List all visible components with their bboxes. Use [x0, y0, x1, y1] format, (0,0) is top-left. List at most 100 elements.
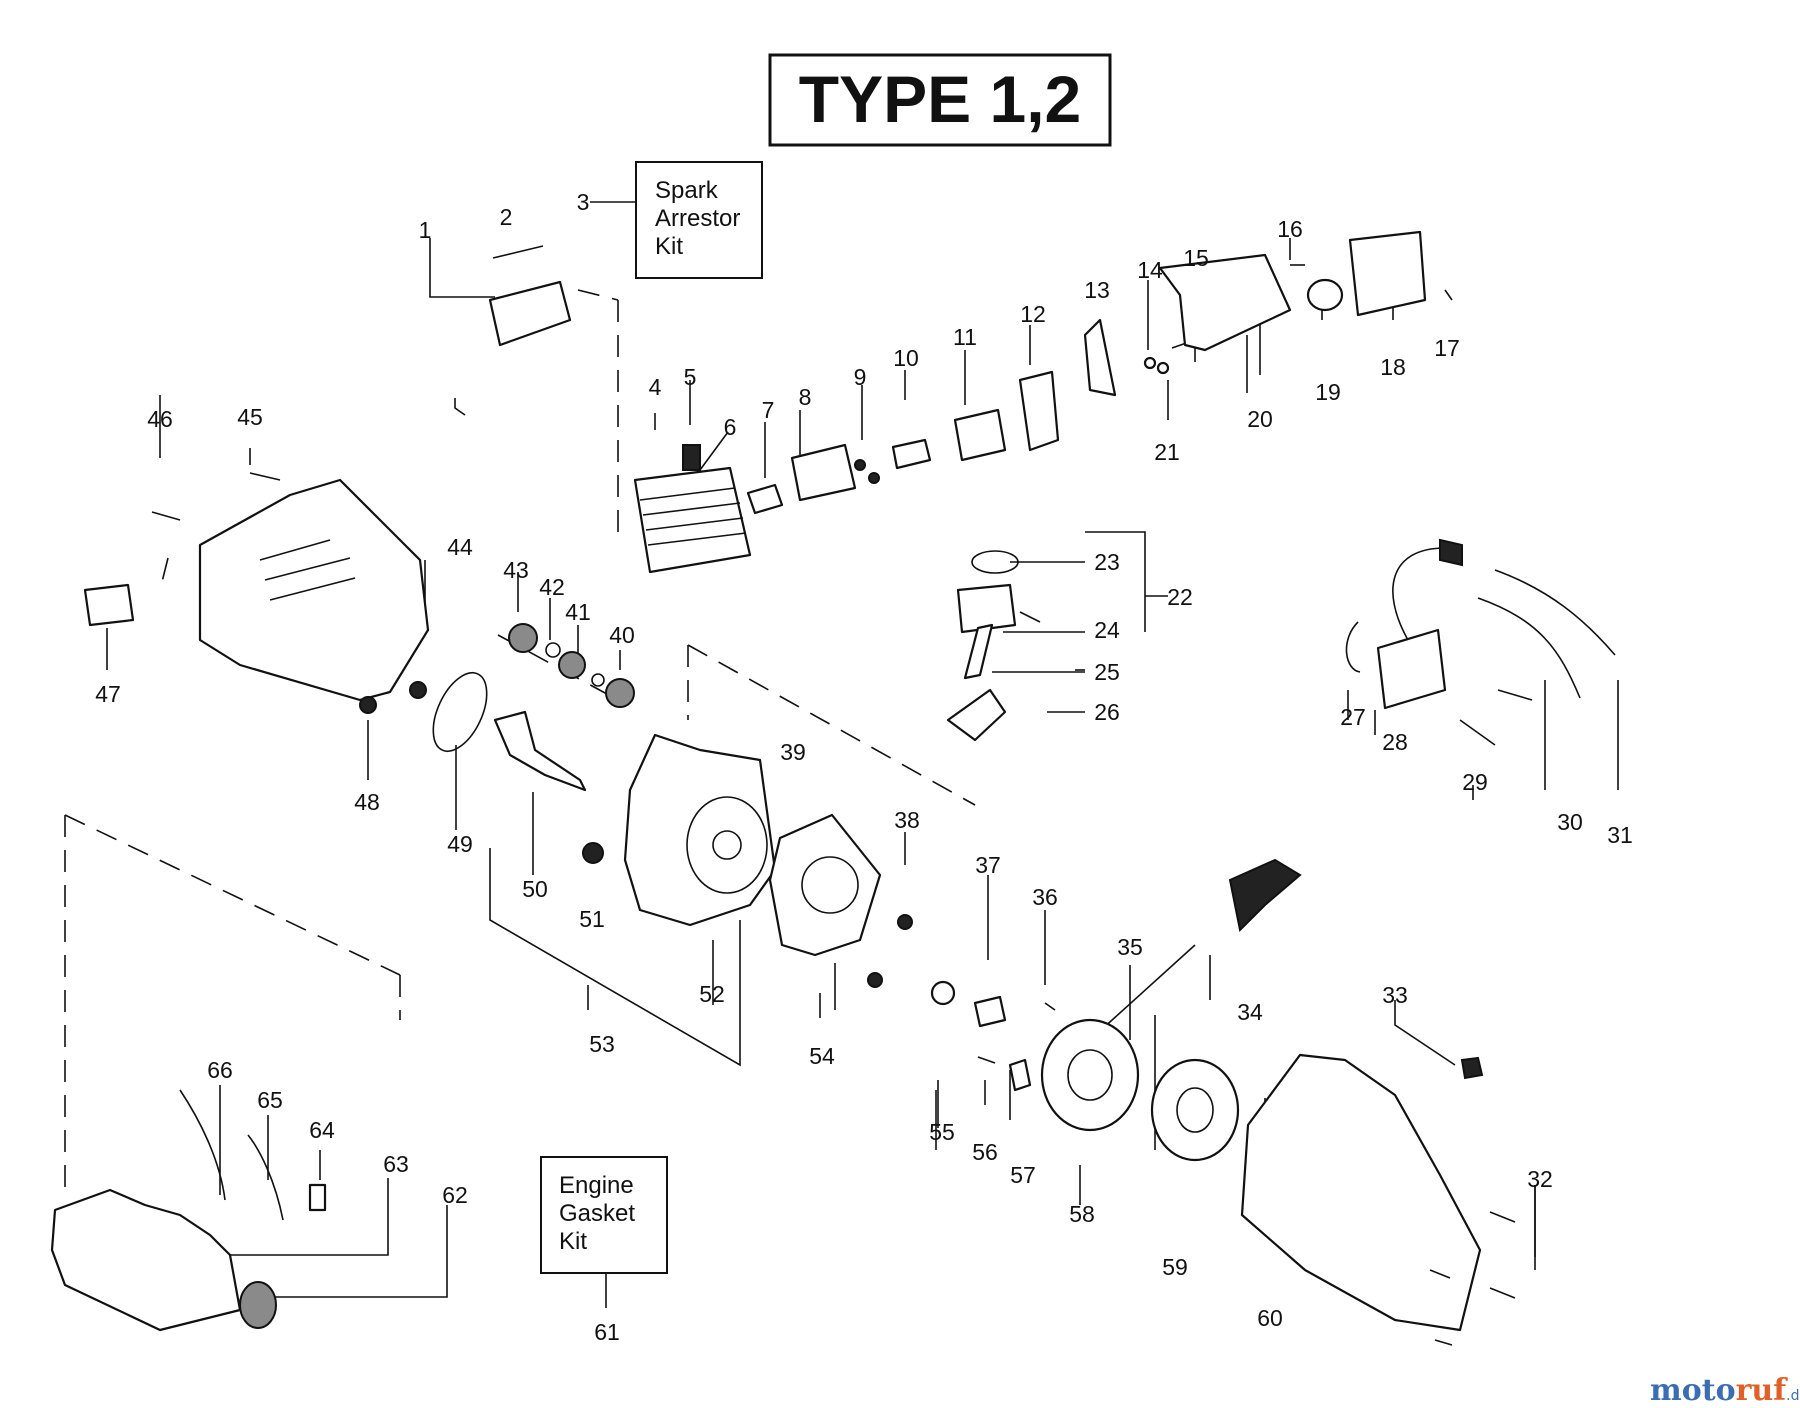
spark-arrestor-kit-line-3: Kit — [655, 233, 683, 260]
callout-58: 58 — [1069, 1201, 1095, 1227]
callout-13: 13 — [1084, 277, 1110, 303]
spark-plug-wire — [1392, 547, 1446, 641]
callout-59: 59 — [1162, 1254, 1188, 1280]
gasket-7 — [746, 483, 784, 515]
spark-arrestor-kit-box: Spark Arrestor Kit — [635, 161, 763, 279]
callout-18: 18 — [1380, 354, 1406, 380]
callout-10: 10 — [893, 345, 919, 371]
callout-24: 24 — [1094, 617, 1120, 643]
flywheel-cover — [768, 813, 882, 957]
parts — [50, 230, 1616, 1346]
piston-ring-23 — [971, 550, 1019, 574]
callout-7: 7 — [762, 397, 775, 423]
callout-39: 39 — [780, 739, 806, 765]
watermark: motoruf.de — [1650, 1373, 1800, 1408]
intake-plate-8 — [790, 443, 857, 502]
callout-49: 49 — [447, 831, 473, 857]
diagram-title: TYPE 1,2 — [799, 62, 1081, 136]
screw-9 — [854, 459, 866, 471]
washer-14 — [1143, 356, 1157, 370]
callout-37: 37 — [975, 852, 1001, 878]
bearing-40 — [605, 678, 635, 708]
starter-handle — [1228, 858, 1302, 933]
watermark-logo: motoruf.de — [1650, 1373, 1800, 1408]
wire-30 — [1477, 597, 1581, 699]
engine-housing — [198, 478, 430, 702]
callout-52: 52 — [699, 981, 725, 1007]
screw-36 — [1044, 1002, 1056, 1011]
engine-gasket-kit-line-1: Engine — [559, 1172, 634, 1199]
callout-23: 23 — [1094, 549, 1120, 575]
callout-53: 53 — [589, 1031, 615, 1057]
piston — [956, 583, 1017, 634]
screw-37 — [973, 995, 1007, 1028]
screw-32 — [1429, 1211, 1516, 1346]
callout-38: 38 — [894, 807, 920, 833]
callout-46: 46 — [147, 406, 173, 432]
washer-55 — [930, 980, 956, 1006]
callout-55: 55 — [929, 1119, 955, 1145]
callout-4: 4 — [649, 374, 662, 400]
carburetor — [953, 408, 1007, 462]
watermark-part-1: moto — [1650, 1373, 1736, 1408]
screw-2 — [492, 245, 544, 259]
o-ring-49 — [432, 672, 488, 752]
callout-41: 41 — [565, 599, 591, 625]
fuel-line-66 — [179, 1089, 226, 1201]
title-box: TYPE 1,2 — [768, 53, 1112, 147]
bearing-43 — [508, 623, 538, 653]
callout-32: 32 — [1527, 1166, 1553, 1192]
screw-46 — [151, 511, 181, 521]
callout-5: 5 — [684, 364, 697, 390]
callout-47: 47 — [95, 681, 121, 707]
callout-33: 33 — [1382, 982, 1408, 1008]
callout-62: 62 — [442, 1182, 468, 1208]
callout-20: 20 — [1247, 406, 1273, 432]
callout-43: 43 — [503, 557, 529, 583]
callout-2: 2 — [500, 204, 513, 230]
callout-44: 44 — [447, 534, 473, 560]
crankcase — [623, 733, 777, 927]
callout-35: 35 — [1117, 934, 1143, 960]
engine-gasket-kit-line-3: Kit — [559, 1228, 587, 1255]
callout-numbers: 1 2 3 4 5 6 7 8 9 10 11 12 13 14 15 16 1… — [95, 189, 1633, 1345]
spark-arrestor-kit-line-1: Spark — [655, 177, 719, 204]
callout-66: 66 — [207, 1057, 233, 1083]
gasket-10 — [891, 438, 932, 470]
callout-14: 14 — [1137, 257, 1163, 283]
callout-64: 64 — [309, 1117, 335, 1143]
starter-housing — [1240, 1053, 1482, 1332]
bracket-47 — [83, 583, 135, 627]
callout-11: 11 — [953, 324, 977, 350]
callout-65: 65 — [257, 1087, 283, 1113]
callout-15: 15 — [1183, 245, 1209, 271]
engine-gasket-kit-box: Engine Gasket Kit — [540, 1156, 668, 1274]
callout-19: 19 — [1315, 379, 1341, 405]
plate-12 — [1018, 370, 1060, 452]
callout-36: 36 — [1032, 884, 1058, 910]
callout-17: 17 — [1434, 335, 1460, 361]
air-filter-housing — [1158, 253, 1292, 352]
nut-51 — [582, 842, 604, 864]
callout-29: 29 — [1462, 769, 1488, 795]
callout-3: 3 — [577, 189, 590, 215]
callout-57: 57 — [1010, 1162, 1036, 1188]
fuel-line-65 — [247, 1134, 284, 1221]
connecting-rod-25 — [963, 623, 994, 680]
screw-56 — [977, 1056, 996, 1064]
callout-60: 60 — [1257, 1305, 1283, 1331]
callout-54: 54 — [809, 1043, 835, 1069]
assembly-dashed-lines — [64, 289, 976, 1190]
callout-12: 12 — [1020, 301, 1046, 327]
air-filter — [1306, 278, 1344, 312]
air-filter-cover — [1348, 230, 1427, 317]
wrist-pin-24 — [1019, 611, 1041, 623]
callout-45: 45 — [237, 404, 263, 430]
starter-pulley — [1040, 1018, 1140, 1132]
watermark-part-2: ruf — [1736, 1373, 1789, 1408]
callout-50: 50 — [522, 876, 548, 902]
callout-21: 21 — [1154, 439, 1180, 465]
fuel-cap — [239, 1281, 277, 1329]
spark-plug — [682, 444, 701, 471]
callout-25: 25 — [1094, 659, 1120, 685]
